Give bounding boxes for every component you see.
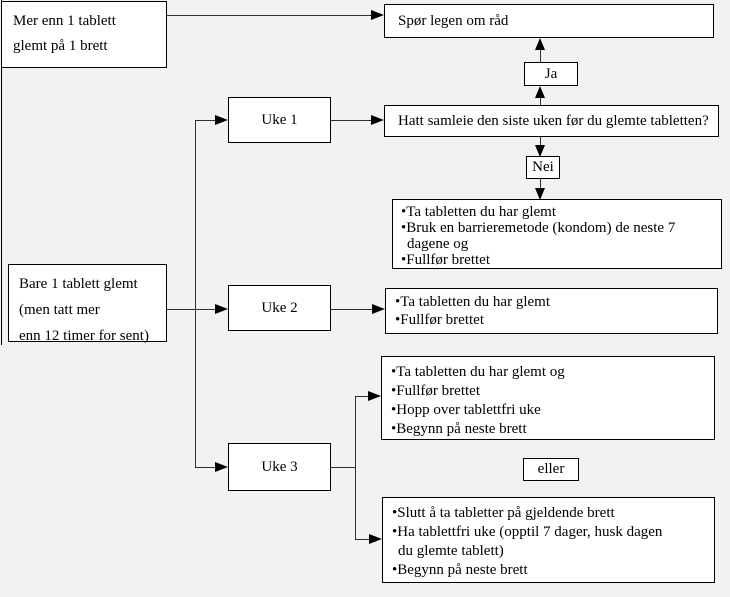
yes-label: Ja [544, 65, 558, 82]
connector-question-to-no [540, 137, 541, 146]
arrowhead-into-option-a [368, 391, 381, 401]
week3-option-a-line2: •Fullfør brettet [391, 383, 480, 399]
week3-option-b-line1: •Slutt å ta tabletter på gjeldende brett [392, 505, 615, 521]
week2-advice-line1: •Ta tabletten du har glemt [395, 294, 550, 310]
box-ask-doctor: Spør legen om råd [384, 4, 714, 38]
only-one-line1: Bare 1 tablett glemt [19, 276, 138, 292]
week3-option-b-line4: •Begynn på neste brett [392, 562, 528, 578]
connector-yes-to-askdoctor [540, 48, 541, 62]
week3-option-a-line1: •Ta tabletten du har glemt og [391, 364, 565, 380]
box-week2-advice: •Ta tabletten du har glemt •Fullfør bret… [385, 288, 718, 334]
only-one-line2: (men tatt mer [19, 302, 100, 318]
box-more-than-one-tablet: Mer enn 1 tablett glemt på 1 brett [1, 1, 167, 68]
table-border-left [1, 0, 2, 345]
connector-no-to-week1-advice [540, 178, 541, 189]
box-week3-option-b: •Slutt å ta tabletter på gjeldende brett… [382, 497, 715, 583]
arrowhead-into-week2 [215, 304, 228, 314]
connector-fork-to-option-a [355, 396, 369, 397]
no-label: Nei [532, 159, 554, 175]
connector-trunk-to-week3 [195, 467, 216, 468]
box-only-one-tablet: Bare 1 tablett glemt (men tatt mer enn 1… [8, 264, 167, 344]
week1-advice-line4: •Fullfør brettet [401, 252, 490, 268]
week2-label: Uke 2 [261, 299, 298, 316]
box-no: Nei [526, 156, 560, 179]
intercourse-question-label: Hatt samleie den siste uken før du glemt… [398, 112, 709, 129]
week2-advice-line2: •Fullfør brettet [395, 312, 484, 328]
arrowhead-into-week3 [215, 462, 228, 472]
arrowhead-up-into-yes [535, 86, 545, 98]
connector-more-to-askdoctor [167, 15, 372, 16]
connector-question-to-yes [540, 96, 541, 105]
arrowhead-into-week1 [215, 115, 228, 125]
week1-advice-line2: •Bruk en barrieremetode (kondom) de nest… [401, 220, 676, 236]
week1-advice-line3: dagene og [407, 236, 469, 252]
box-week1-advice: •Ta tabletten du har glemt •Bruk en barr… [392, 199, 722, 269]
connector-week1-to-question [331, 120, 372, 121]
box-or: eller [523, 458, 579, 481]
arrowhead-down-into-no [535, 145, 545, 157]
week3-option-b-line2: •Ha tablettfri uke (opptil 7 dager, husk… [392, 524, 663, 540]
week3-label: Uke 3 [261, 458, 298, 475]
connector-week2-to-advice [331, 309, 373, 310]
box-more-than-one-line2: glemt på 1 brett [13, 38, 108, 54]
box-week3: Uke 3 [228, 443, 331, 491]
week3-option-a-line3: •Hopp over tablettfri uke [391, 402, 541, 418]
only-one-line3: enn 12 timer for sent) [19, 328, 149, 344]
week3-option-b-line3: du glemte tablett) [398, 543, 504, 559]
arrowhead-into-question [371, 115, 384, 125]
or-label: eller [537, 461, 565, 477]
connector-fork-vertical [355, 396, 356, 539]
box-intercourse-question: Hatt samleie den siste uken før du glemt… [384, 105, 719, 137]
connector-week3-to-fork [331, 467, 356, 468]
box-more-than-one-line1: Mer enn 1 tablett [13, 13, 116, 29]
arrowhead-into-option-b [369, 534, 382, 544]
connector-onlyone-to-trunk [167, 309, 216, 310]
arrowhead-into-askdoctor [371, 10, 384, 20]
arrowhead-down-into-week1-advice [535, 188, 545, 200]
ask-doctor-label: Spør legen om råd [398, 12, 509, 29]
box-yes: Ja [524, 62, 578, 86]
box-week3-option-a: •Ta tabletten du har glemt og •Fullfør b… [381, 356, 715, 440]
week1-advice-line1: •Ta tabletten du har glemt [401, 204, 556, 220]
box-week2: Uke 2 [228, 285, 331, 331]
arrowhead-up-into-askdoctor [535, 38, 545, 50]
week1-label: Uke 1 [261, 111, 298, 128]
connector-trunk-vertical [195, 120, 196, 467]
connector-trunk-to-week1 [195, 120, 216, 121]
box-week1: Uke 1 [228, 97, 331, 143]
arrowhead-into-week2-advice [372, 304, 385, 314]
week3-option-a-line4: •Begynn på neste brett [391, 421, 527, 437]
connector-fork-to-option-b [355, 539, 370, 540]
